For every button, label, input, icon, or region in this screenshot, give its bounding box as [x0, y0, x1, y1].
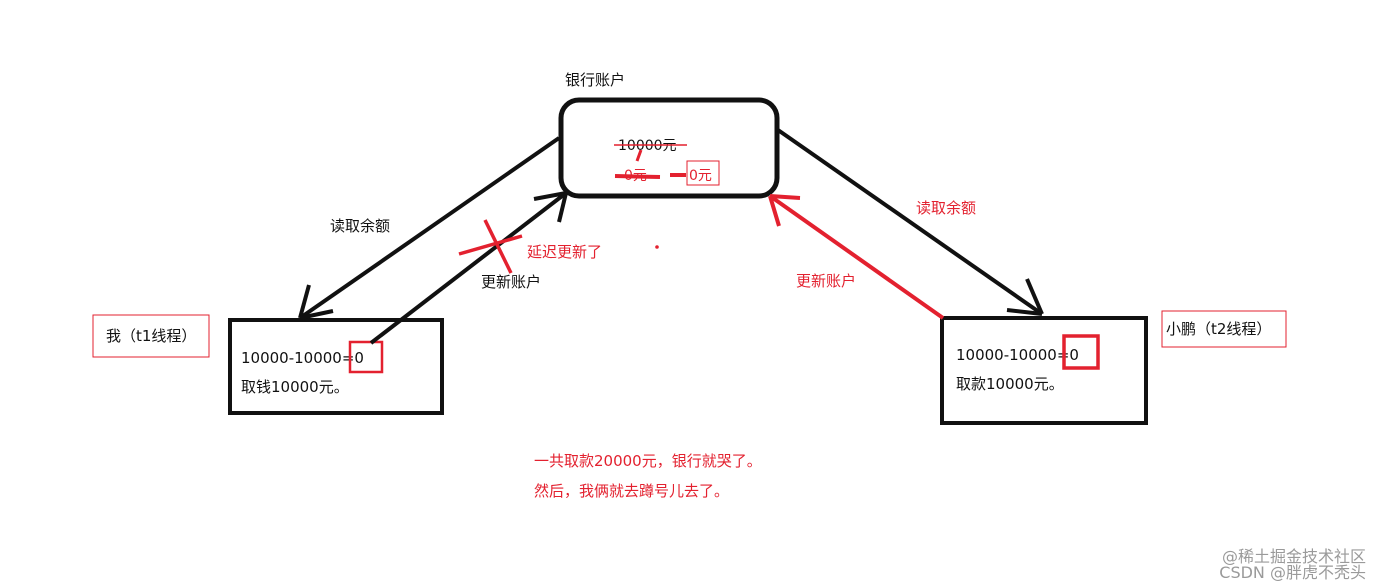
label-delayed: 延迟更新了: [527, 243, 602, 261]
label-update-right: 更新账户: [796, 272, 856, 290]
arrow-read-right: [776, 128, 1044, 316]
summary-line2: 然后，我俩就去蹲号儿去了。: [534, 482, 729, 500]
thread1-label: 我（t1线程）: [106, 327, 196, 345]
arrow-read-left: [298, 136, 561, 320]
bank-original-balance: 10000元: [618, 138, 677, 154]
red-tick-mark: [635, 149, 643, 162]
thread1-result-highlight: [348, 340, 384, 374]
thread1-box: [228, 318, 444, 415]
red-dot: [655, 245, 659, 249]
label-update-left: 更新账户: [481, 273, 541, 291]
thread2-label-box: [1161, 310, 1287, 348]
thread1-calc: 10000-10000=0: [241, 349, 364, 367]
bank-account-title: 银行账户: [565, 71, 625, 89]
thread2-calc: 10000-10000=0: [956, 346, 1079, 364]
thread2-action: 取款10000元。: [956, 375, 1064, 393]
cross-out-icon: [458, 219, 523, 274]
thread1-action: 取钱10000元。: [241, 378, 349, 396]
arrow-update-left: [369, 191, 568, 345]
label-read-left: 读取余额: [330, 217, 390, 235]
watermark-line1: @稀土掘金技术社区: [1222, 547, 1366, 566]
bank-second-new-balance: 0元: [689, 168, 712, 184]
arrow-update-right: [768, 194, 945, 320]
bank-account-box: [558, 97, 780, 199]
thread2-label: 小鹏（t2线程）: [1166, 320, 1271, 338]
label-read-right: 读取余额: [916, 199, 976, 217]
watermark-line2: CSDN @胖虎不秃头: [1219, 563, 1366, 582]
bank-second-balance-box: [686, 160, 720, 186]
thread2-box: [940, 316, 1148, 425]
thread1-label-box: [92, 314, 210, 358]
summary-line1: 一共取款20000元，银行就哭了。: [534, 452, 762, 470]
thread2-result-highlight: [1062, 334, 1100, 370]
strike-first-new-balance: [614, 174, 661, 179]
